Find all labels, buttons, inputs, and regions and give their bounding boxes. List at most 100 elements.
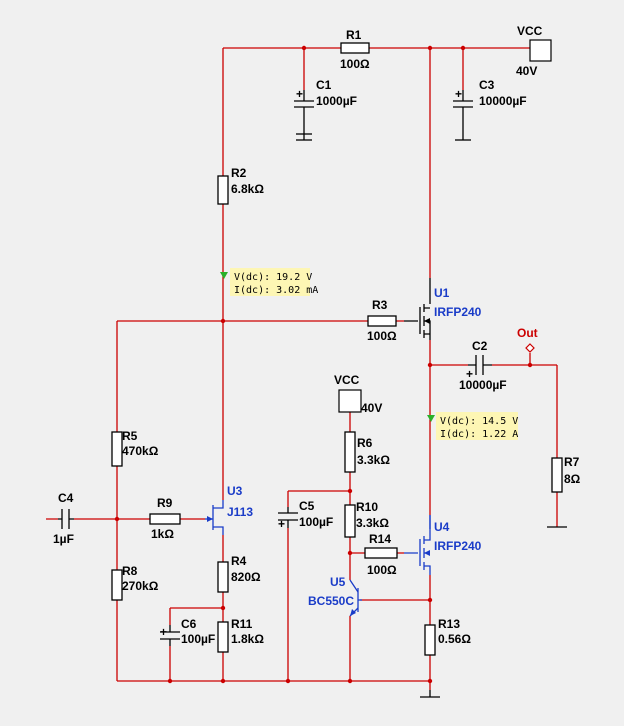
r11-ref: R11 xyxy=(231,617,253,631)
c6-value: 100µF xyxy=(181,632,215,646)
junction-dot xyxy=(220,605,226,611)
c4-ref: C4 xyxy=(58,491,74,505)
r8-value: 270kΩ xyxy=(122,579,159,593)
junction-dot xyxy=(285,678,291,684)
junction-dot xyxy=(427,362,433,368)
r3-value: 100Ω xyxy=(367,329,397,343)
junction-dot xyxy=(427,678,433,684)
c6-ref: C6 xyxy=(181,617,197,631)
r5-value: 470kΩ xyxy=(122,444,159,458)
u1-value: IRFP240 xyxy=(434,305,482,319)
junctions xyxy=(114,45,533,684)
r2-value: 6.8kΩ xyxy=(231,182,264,196)
resistor-r8[interactable]: R8 270kΩ xyxy=(111,564,159,601)
c5-ref: C5 xyxy=(299,499,315,513)
vcc-source-top[interactable]: VCC 40V xyxy=(516,24,552,78)
r10-ref: R10 xyxy=(356,500,378,514)
c2-ref: C2 xyxy=(472,339,488,353)
r9-ref: R9 xyxy=(157,496,173,510)
r7-value: 8Ω xyxy=(564,472,581,486)
resistor-r5[interactable]: R5 470kΩ xyxy=(111,429,159,467)
probe-1-voltage: V(dc): 19.2 V xyxy=(234,272,312,283)
junction-dot xyxy=(347,488,353,494)
resistor-r1[interactable]: R1 100Ω xyxy=(340,28,370,71)
r2-ref: R2 xyxy=(231,166,247,180)
output-terminal[interactable]: Out xyxy=(517,326,538,353)
r5-ref: R5 xyxy=(122,429,138,443)
probe-2[interactable]: V(dc): 14.5 V I(dc): 1.22 A xyxy=(427,412,518,440)
c1-ref: C1 xyxy=(316,78,332,92)
resistor-r4[interactable]: R4 820Ω xyxy=(217,554,261,593)
junction-dot xyxy=(114,516,120,522)
r7-ref: R7 xyxy=(564,455,580,469)
r13-value: 0.56Ω xyxy=(438,632,471,646)
probe-2-icon xyxy=(427,415,435,422)
resistor-r2[interactable]: R2 6.8kΩ xyxy=(217,166,264,205)
resistor-r6[interactable]: R6 3.3kΩ xyxy=(344,431,390,473)
c3-plus: + xyxy=(455,87,462,101)
resistor-r3[interactable]: R3 100Ω xyxy=(367,298,397,343)
r6-value: 3.3kΩ xyxy=(357,453,390,467)
ground-main xyxy=(420,690,440,698)
r6-ref: R6 xyxy=(357,436,373,450)
wires xyxy=(46,47,558,690)
r3-ref: R3 xyxy=(372,298,388,312)
c6-plus: + xyxy=(160,625,167,639)
vcc-top-name: VCC xyxy=(517,24,543,38)
u3-ref: U3 xyxy=(227,484,243,498)
resistor-r14[interactable]: R14 100Ω xyxy=(364,532,398,577)
capacitor-c3[interactable]: + C3 10000µF xyxy=(453,78,527,141)
c1-plus: + xyxy=(296,87,303,101)
resistor-r10[interactable]: R10 3.3kΩ xyxy=(344,500,389,538)
u3-value: J113 xyxy=(227,505,253,519)
capacitor-c4[interactable]: C4 1µF xyxy=(53,491,74,546)
u5-value: BC550C xyxy=(308,594,354,608)
r8-ref: R8 xyxy=(122,564,138,578)
c5-plus: + xyxy=(278,517,285,531)
resistor-r9[interactable]: R9 1kΩ xyxy=(149,496,181,541)
junction-dot xyxy=(427,597,433,603)
junction-dot xyxy=(220,678,226,684)
probe-2-voltage: V(dc): 14.5 V xyxy=(440,416,518,427)
r1-value: 100Ω xyxy=(340,57,370,71)
r14-value: 100Ω xyxy=(367,563,397,577)
mosfet-u1[interactable]: U1 IRFP240 xyxy=(404,278,482,340)
r9-value: 1kΩ xyxy=(151,527,174,541)
junction-dot xyxy=(167,678,173,684)
c2-value: 10000µF xyxy=(459,378,507,392)
u4-ref: U4 xyxy=(434,520,450,534)
junction-dot xyxy=(460,45,466,51)
vcc-mid-value: 40V xyxy=(361,401,382,415)
r1-ref: R1 xyxy=(346,28,362,42)
r13-ref: R13 xyxy=(438,617,460,631)
vcc-mid-name: VCC xyxy=(334,373,360,387)
c3-ref: C3 xyxy=(479,78,495,92)
resistor-r13[interactable]: R13 0.56Ω xyxy=(424,617,471,656)
junction-dot xyxy=(347,678,353,684)
capacitor-c1[interactable]: + C1 1000µF xyxy=(294,78,357,140)
vcc-source-mid[interactable]: VCC 40V xyxy=(334,373,382,415)
u4-value: IRFP240 xyxy=(434,539,482,553)
c2-plus: + xyxy=(466,367,473,381)
capacitor-c5[interactable]: + C5 100µF xyxy=(278,499,333,531)
junction-dot xyxy=(427,45,433,51)
junction-dot xyxy=(301,45,307,51)
junction-dot xyxy=(347,550,353,556)
capacitor-c2[interactable]: + C2 10000µF xyxy=(459,339,507,392)
bjt-u5[interactable]: U5 BC550C xyxy=(308,575,362,617)
u1-ref: U1 xyxy=(434,286,450,300)
mosfet-u4[interactable]: U4 IRFP240 xyxy=(404,515,482,575)
probe-1[interactable]: V(dc): 19.2 V I(dc): 3.02 mA xyxy=(220,268,318,296)
junction-dot xyxy=(220,318,226,324)
probe-1-current: I(dc): 3.02 mA xyxy=(234,285,318,296)
capacitor-c6[interactable]: + C6 100µF xyxy=(160,617,215,646)
vcc-top-value: 40V xyxy=(516,64,537,78)
r4-value: 820Ω xyxy=(231,570,261,584)
r14-ref: R14 xyxy=(369,532,391,546)
resistor-r11[interactable]: R11 1.8kΩ xyxy=(217,617,264,653)
resistor-r7[interactable]: R7 8Ω xyxy=(551,455,581,493)
jfet-u3[interactable]: U3 J113 xyxy=(205,484,253,535)
c1-value: 1000µF xyxy=(316,94,357,108)
probe-2-current: I(dc): 1.22 A xyxy=(440,429,518,440)
